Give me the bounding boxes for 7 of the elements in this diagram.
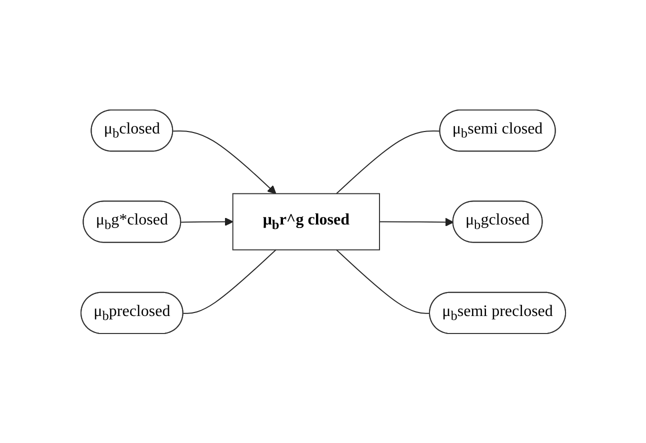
- arrow: [378, 218, 454, 226]
- arrow: [180, 217, 233, 226]
- connector: [336, 130, 440, 194]
- connector: [336, 249, 430, 314]
- arrow: [172, 130, 276, 194]
- connector: [182, 249, 276, 314]
- node-box: μ$_{b}$r^g closed: [232, 192, 380, 250]
